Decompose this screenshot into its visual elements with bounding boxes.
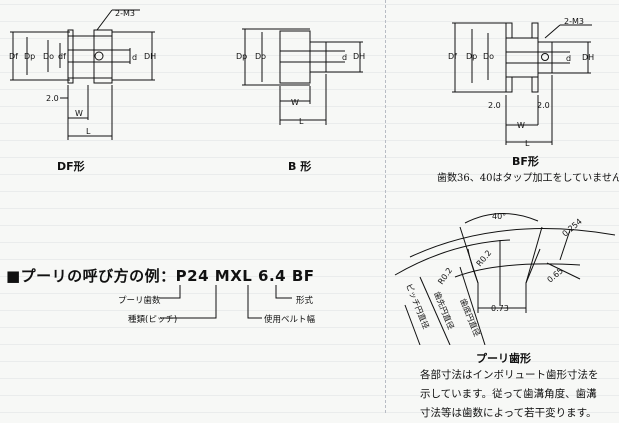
d-label: d [132,53,137,62]
do-label: Do [43,52,54,61]
column-divider [385,0,386,413]
description-line: 各部寸法はインボリュート歯形寸法を [420,369,599,381]
pitch-diameter-label: ピッチ円直径 [404,282,431,330]
d-label: d [342,53,347,62]
designation-title: ■プーリの呼び方の例：P24 MXL 6.4 BF [6,267,315,285]
tooth-profile-caption: プーリ歯形 [476,352,531,365]
df-label: Df [448,52,457,61]
top-dim-label: 0.254 [561,217,584,239]
tooth-profile-description: 各部寸法はインボリュート歯形寸法を 示しています。従って歯溝角度、歯溝 寸法等は… [420,366,599,423]
label-belt-width: 使用ベルト幅 [264,315,316,325]
root-diameter-label: 歯底円直径 [458,297,482,338]
offset-right-label: 2.0 [537,101,550,110]
l-label: L [525,139,530,148]
depth-dim-label: 0.65 [546,266,565,284]
bf-type-drawing: Df Dp Do d DH 2-M3 2.0 2.0 W L [448,17,594,148]
label-teeth: プーリ歯数 [118,296,161,306]
b-type-drawing: Dp Do d DH W L B 形 [236,28,365,173]
b-caption: B 形 [288,160,311,173]
width-dim-label: 0.73 [491,304,509,313]
screw-label: 2-M3 [115,9,135,18]
df-type-drawing: Df Dp Do df d DH 2-M3 2.0 W L DF形 [9,9,156,173]
screw-label: 2-M3 [564,17,584,26]
description-line: 寸法等は歯数によって若干変ります。 [420,407,597,419]
l-label: L [299,117,304,126]
w-label: W [75,109,83,118]
tip-diameter-label: 歯先円直径 [432,290,456,331]
dp-label: Dp [236,52,247,61]
dh-label: DH [353,52,365,61]
df-caption: DF形 [57,160,85,173]
tooth-profile-drawing: 40° 0.254 0.65 0.73 R0.2 R0.2 ピッチ円直径 歯先円… [394,212,616,345]
label-type: 種類(ピッチ) [128,315,178,325]
dh-label: DH [144,52,156,61]
designation-leaders [160,285,292,319]
dp-label: Dp [24,52,35,61]
do-label: Do [255,52,266,61]
offset-label: 2.0 [46,94,59,103]
bf-note: 歯数36、40はタップ加工をしていません。 [437,173,619,184]
w-label: W [517,121,525,130]
do-label: Do [483,52,494,61]
d-label: d [566,54,571,63]
w-label: W [291,98,299,107]
radius-right-label: R0.2 [475,248,494,268]
bf-caption: BF形 [512,155,539,168]
dp-label: Dp [466,52,477,61]
offset-left-label: 2.0 [488,101,501,110]
description-line: 示しています。従って歯溝角度、歯溝 [420,388,597,400]
dh-label: DH [582,53,594,62]
radius-left-label: R0.2 [436,266,454,286]
df-outer-label: Df [9,52,18,61]
angle-label: 40° [492,212,506,221]
df-inner-label: df [58,52,66,61]
label-form: 形式 [296,296,314,306]
l-label: L [86,127,91,136]
